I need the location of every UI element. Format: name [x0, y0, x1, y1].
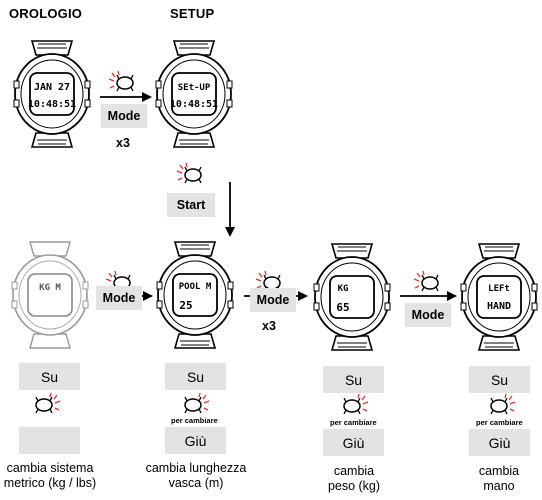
down-box-1	[19, 427, 80, 454]
lcd-setup-line2: 10:48:51	[170, 99, 218, 110]
mode-press-icon-top	[108, 70, 134, 92]
mode-button-3: Mode	[405, 303, 451, 327]
up-down-press-icon-4	[490, 393, 516, 415]
down-box-4: Giù	[469, 429, 530, 456]
watch-clock	[13, 40, 91, 148]
watch-hand	[460, 243, 538, 351]
start-press-icon	[176, 162, 202, 184]
heading-setup: SETUP	[170, 6, 215, 21]
caption-metric: cambia sistema metrico (kg / lbs)	[3, 461, 97, 490]
lcd-metric-line1: KG M	[39, 283, 61, 293]
lcd-pool-line2: 25	[179, 299, 192, 312]
heading-clock: OROLOGIO	[9, 6, 83, 21]
repeat-label-top: x3	[116, 136, 130, 150]
up-box-2: Su	[165, 363, 226, 390]
mode-button-top: Mode	[101, 104, 147, 128]
lcd-hand-line2: HAND	[487, 301, 511, 312]
caption-hand: cambia mano	[478, 464, 520, 493]
lcd-weight-line1: KG	[338, 284, 349, 294]
up-box-3: Su	[323, 366, 384, 393]
up-down-press-icon-2	[184, 392, 210, 414]
caption-pool: cambia lunghezza vasca (m)	[145, 461, 247, 490]
lcd-hand-line1: LEFt	[488, 284, 510, 294]
lcd-weight-line2: 65	[336, 301, 349, 314]
start-button: Start	[167, 193, 215, 217]
up-box-1: Su	[19, 363, 80, 390]
lcd-setup-line1: SEt-UP	[178, 83, 211, 93]
down-box-2: Giù	[165, 427, 226, 454]
lcd-pool-line1: POOL M	[179, 282, 212, 292]
hint-4: per cambiare	[476, 418, 523, 427]
watch-metric	[11, 241, 89, 349]
lcd-clock-line2: 10:48:51	[28, 99, 76, 110]
up-down-press-icon-3	[343, 393, 369, 415]
mode-button-1: Mode	[96, 286, 142, 310]
watch-weight	[313, 243, 391, 351]
hint-2: per cambiare	[171, 416, 218, 425]
lcd-clock-line1: JAN 27	[34, 82, 70, 93]
hint-3: per cambiare	[330, 418, 377, 427]
up-down-press-icon-1	[35, 392, 61, 414]
mode-button-2: Mode	[250, 288, 296, 312]
mode-press-icon-3	[413, 270, 439, 292]
caption-weight: cambia peso (kg)	[327, 464, 381, 493]
down-box-3: Giù	[323, 429, 384, 456]
up-box-4: Su	[469, 366, 530, 393]
repeat-label-middle: x3	[262, 319, 276, 333]
watch-pool	[156, 241, 234, 349]
watch-setup	[155, 40, 233, 148]
